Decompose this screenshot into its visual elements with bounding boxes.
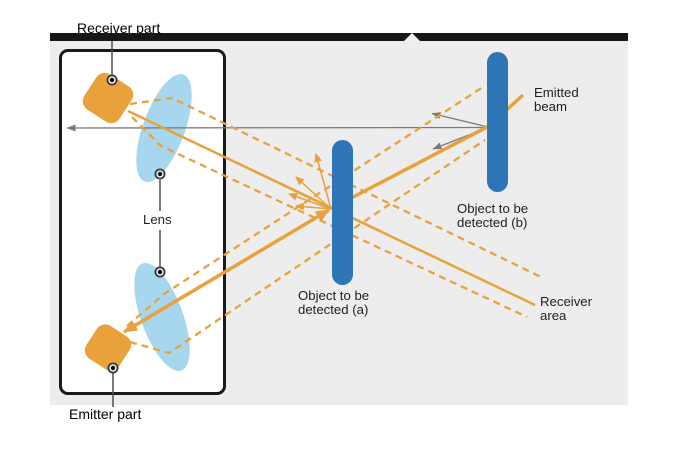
- lens-label: Lens: [143, 212, 172, 227]
- emitter-element: [84, 324, 132, 371]
- object-b-label: Object to be detected (b): [457, 201, 529, 230]
- scatter-arrow: [295, 176, 332, 210]
- anchor-dot: [154, 168, 166, 180]
- object-a-bar: [332, 140, 353, 285]
- reflection-arrow-horizontal: [66, 124, 489, 132]
- emitter-part-label: Emitter part: [69, 406, 142, 422]
- receiver-element: [82, 72, 134, 124]
- anchor-dot: [107, 362, 119, 374]
- emitter-cone-lower-dashed: [129, 139, 486, 355]
- scatter-arrow: [314, 153, 332, 210]
- scatter-arrow: [288, 192, 332, 210]
- receiver-cone-lower-dashed: [131, 116, 528, 319]
- receiver-part-label: Receiver part: [77, 20, 161, 36]
- anchor-dot: [154, 266, 166, 278]
- object-a-label: Object to be detected (a): [298, 288, 370, 317]
- emitted-beam-label: Emitted beam: [534, 85, 579, 114]
- object-b-bar: [487, 52, 508, 192]
- notch-triangle-icon: [404, 33, 420, 41]
- receiver-cone-upper-dashed: [129, 96, 544, 280]
- emitted-beam-line: [123, 208, 330, 334]
- receiver-area-label: Receiver area: [540, 294, 593, 323]
- anchor-dots: [106, 74, 166, 374]
- scatter-arrow: [295, 202, 332, 211]
- top-divider-bar: [50, 33, 628, 41]
- scatter-arrows-group: [288, 153, 332, 211]
- anchor-dot: [106, 74, 118, 86]
- reflection-arrow-up: [431, 112, 489, 128]
